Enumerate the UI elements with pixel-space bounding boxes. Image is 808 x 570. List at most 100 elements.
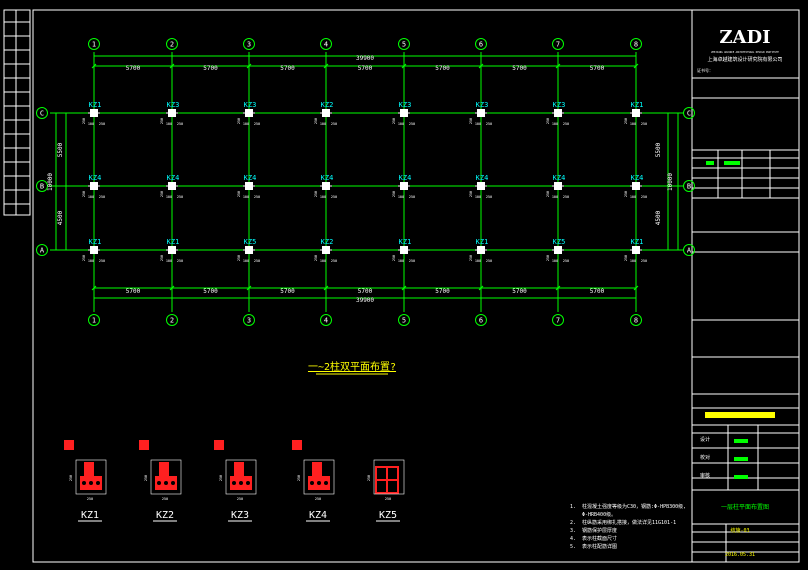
- detail-section-stem: [312, 462, 322, 478]
- check-label: 校对: [700, 454, 710, 461]
- column-label-KZ1: KZ1: [167, 238, 180, 246]
- detail-key: [139, 440, 149, 450]
- dim-tick: [323, 285, 329, 291]
- column-details: KZ1250250KZ2250250KZ3250250KZ4250250KZ52…: [64, 440, 405, 522]
- grid-label-8: 8: [634, 317, 638, 325]
- span-dim-bottom: 5700: [126, 288, 141, 295]
- column-dim: 100: [398, 195, 404, 199]
- note-number: 4.: [570, 536, 576, 542]
- grid-bubble: [36, 180, 48, 192]
- column-label-KZ1: KZ1: [631, 101, 644, 109]
- detail-rebar: [239, 481, 243, 485]
- grid-label-A: A: [40, 247, 45, 255]
- column-dim: 250: [563, 122, 569, 126]
- dim-tick: [478, 285, 484, 291]
- span-dim-bottom: 5700: [590, 288, 605, 295]
- column-dim: 250: [177, 122, 183, 126]
- detail-rebar: [157, 481, 161, 485]
- column-dim: 100: [166, 195, 172, 199]
- dim-tick: [555, 63, 561, 69]
- detail-dim: 250: [237, 497, 243, 501]
- column-dim: 250: [82, 191, 86, 197]
- span-dim-bottom: 5700: [203, 288, 218, 295]
- span-dim-bottom: 5700: [512, 288, 527, 295]
- note-text: 表示柱配筋详图: [582, 543, 617, 550]
- title-block: ZADI ZHEJIANG ADVANCE ARCHITECTURAL DESI…: [691, 9, 800, 563]
- detail-label-KZ3: KZ3: [231, 510, 249, 521]
- grid-bubble: [552, 314, 564, 326]
- column-dim: 250: [99, 122, 105, 126]
- note-number: 2.: [570, 520, 576, 526]
- detail-rebar: [324, 481, 328, 485]
- column-dim: 250: [237, 191, 241, 197]
- dim-tick: [169, 285, 175, 291]
- detail-rebar: [310, 481, 314, 485]
- dim-tick: [401, 285, 407, 291]
- column-dim: 100: [166, 259, 172, 263]
- column-dim: 100: [88, 195, 94, 199]
- column-dim: 250: [331, 195, 337, 199]
- general-notes: 1.2.3.4.5.柱混凝土强度等级为C30，钢筋:Φ-HPB300级,Φ-HR…: [570, 503, 686, 550]
- grid-label-C: C: [40, 110, 44, 118]
- column-dim: 250: [254, 195, 260, 199]
- right-dim: 5500: [655, 142, 662, 157]
- span-dim-top: 5700: [203, 65, 218, 72]
- tb-mark: [734, 457, 748, 461]
- detail-dim: 250: [69, 475, 73, 481]
- grid-bubble: [630, 314, 642, 326]
- column-dim: 250: [82, 118, 86, 124]
- grid-label-5: 5: [402, 41, 406, 49]
- span-dim-top: 5700: [590, 65, 605, 72]
- column-label-KZ3: KZ3: [553, 101, 566, 109]
- span-dim-bottom: 5700: [280, 288, 295, 295]
- dim-tick: [555, 285, 561, 291]
- grid-label-4: 4: [324, 41, 328, 49]
- column-dim: 100: [630, 259, 636, 263]
- grid-bubble: [683, 107, 695, 119]
- column-dim: 100: [320, 195, 326, 199]
- column-label-KZ2: KZ2: [321, 238, 334, 246]
- grid-label-8: 8: [634, 41, 638, 49]
- column-dim: 100: [552, 195, 558, 199]
- column-dim: 250: [409, 195, 415, 199]
- column-dim: 250: [177, 259, 183, 263]
- column-label-KZ3: KZ3: [399, 101, 412, 109]
- note-number: 5.: [570, 544, 576, 550]
- detail-outline: [225, 459, 257, 495]
- column-label-KZ1: KZ1: [399, 238, 412, 246]
- note-text: 柱混凝土强度等级为C30，钢筋:Φ-HPB300级,: [582, 503, 686, 510]
- detail-section-stem: [234, 462, 244, 478]
- design-label: 设计: [700, 436, 710, 443]
- grid-bubble: [398, 314, 410, 326]
- detail-key: [292, 440, 302, 450]
- column-dim: 100: [320, 259, 326, 263]
- grid-label-B: B: [687, 183, 691, 191]
- right-dim: 4500: [655, 210, 662, 225]
- detail-rebar: [246, 481, 250, 485]
- detail-label-KZ2: KZ2: [156, 510, 174, 521]
- detail-label-KZ4: KZ4: [309, 510, 327, 521]
- dim-tick: [633, 63, 639, 69]
- grid-bubble: [320, 314, 332, 326]
- detail-label-KZ5: KZ5: [379, 510, 397, 521]
- dim-tick: [323, 63, 329, 69]
- column-dim: 100: [630, 122, 636, 126]
- grid-bubble: [475, 38, 487, 50]
- grid-label-5: 5: [402, 317, 406, 325]
- grid-label-C: C: [687, 110, 691, 118]
- column-dim: 250: [314, 255, 318, 261]
- dim-tick: [246, 285, 252, 291]
- column-dim: 250: [314, 191, 318, 197]
- column-dim: 250: [546, 191, 550, 197]
- column-dim: 250: [237, 255, 241, 261]
- tb-mark: [724, 161, 740, 165]
- column-dim: 100: [552, 259, 558, 263]
- column-dim: 250: [254, 122, 260, 126]
- detail-key: [64, 440, 74, 450]
- binding-strip: [3, 9, 31, 216]
- detail-dim: 250: [367, 475, 371, 481]
- detail-dim: 250: [385, 497, 391, 501]
- column-label-KZ4: KZ4: [476, 174, 489, 182]
- tb-highlight: [705, 412, 775, 418]
